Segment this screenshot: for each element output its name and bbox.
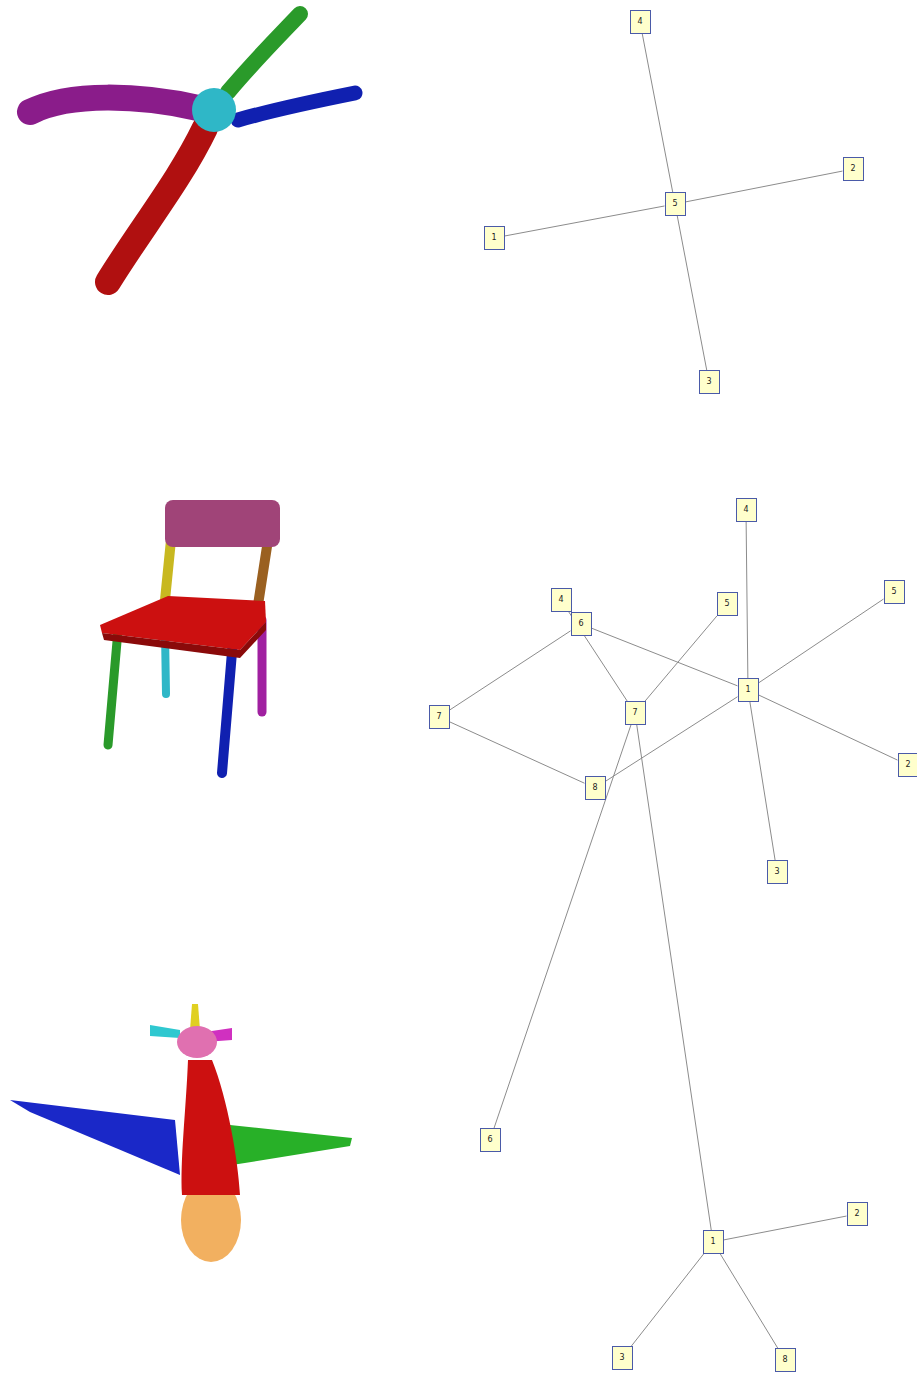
- graph-node: 3: [767, 860, 788, 884]
- graph-edge: [750, 702, 775, 860]
- node-number: 1: [491, 234, 496, 242]
- node-number: 3: [774, 868, 779, 876]
- node-number: 2: [850, 165, 855, 173]
- graph-edge: [686, 171, 843, 202]
- node-number: 2: [905, 761, 910, 769]
- graph-edge: [642, 34, 672, 192]
- graph-node: 2: [898, 753, 917, 777]
- graph-edge: [746, 522, 748, 678]
- graph-node: 4: [551, 588, 572, 612]
- node-number: 7: [632, 709, 637, 717]
- node-number: 1: [710, 1238, 715, 1246]
- node-number: 6: [487, 1136, 492, 1144]
- graph-node: 7: [625, 701, 646, 725]
- node-number: 2: [854, 1210, 859, 1218]
- graph-edge: [450, 722, 585, 783]
- graph-edge: [569, 612, 627, 701]
- graph-node: 7: [429, 705, 450, 729]
- graph-node: 6: [571, 612, 592, 636]
- graph-node: 1: [703, 1230, 724, 1254]
- graph-edge: [494, 725, 631, 1128]
- node-number: 4: [743, 506, 748, 514]
- graph-edge: [631, 1254, 703, 1346]
- node-number: 3: [619, 1354, 624, 1362]
- graph-edge: [645, 616, 717, 701]
- node-number: 4: [558, 596, 563, 604]
- graph-node: 4: [630, 10, 651, 34]
- node-number: 4: [637, 18, 642, 26]
- node-number: 5: [891, 588, 896, 596]
- graph-node: 2: [847, 1202, 868, 1226]
- graph-edge: [720, 1254, 777, 1348]
- graph-node: 1: [484, 226, 505, 250]
- graph-edge: [724, 1216, 847, 1240]
- graph-node: 4: [736, 498, 757, 522]
- graph-edge: [677, 216, 706, 370]
- graph-node: 5: [665, 192, 686, 216]
- graph-node: 5: [884, 580, 905, 604]
- graph-edge: [759, 695, 898, 760]
- graph-edge: [450, 631, 571, 710]
- graph-node: 5: [717, 592, 738, 616]
- graph-node: 3: [612, 1346, 633, 1370]
- graph-node: 8: [585, 776, 606, 800]
- node-number: 1: [745, 686, 750, 694]
- graph-node: 8: [775, 1348, 796, 1372]
- node-number: 5: [724, 600, 729, 608]
- node-number: 5: [672, 200, 677, 208]
- graph-node: 2: [843, 157, 864, 181]
- node-number: 3: [706, 378, 711, 386]
- graph-node: 1: [738, 678, 759, 702]
- graph-edge: [759, 599, 884, 683]
- graph-node: 6: [480, 1128, 501, 1152]
- node-number: 8: [782, 1356, 787, 1364]
- graph-edge: [606, 697, 738, 782]
- node-number: 7: [436, 713, 441, 721]
- graph-edge: [592, 628, 738, 686]
- node-number: 6: [578, 620, 583, 628]
- graph-edge: [505, 206, 665, 236]
- node-number: 8: [592, 784, 597, 792]
- graph-edge: [637, 725, 711, 1230]
- graph-node: 3: [699, 370, 720, 394]
